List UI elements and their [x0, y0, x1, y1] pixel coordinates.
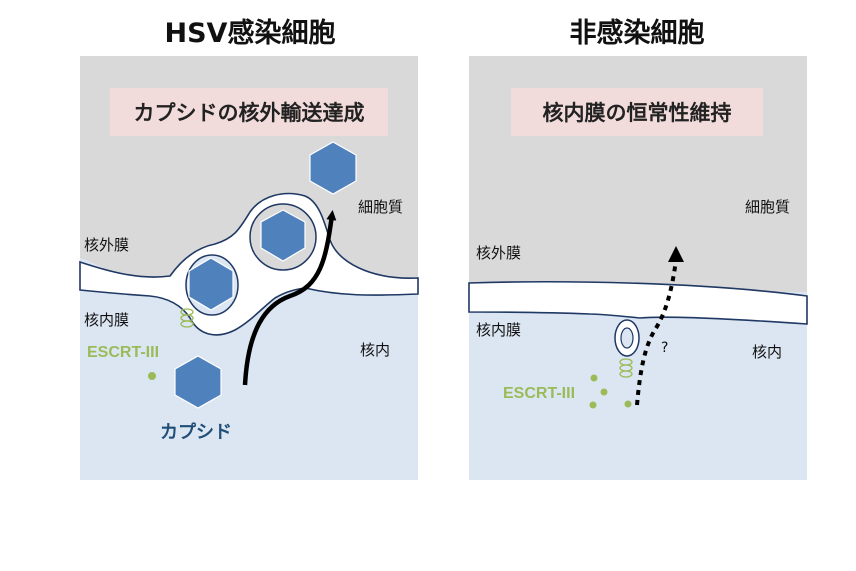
right-panel: 非感染細胞 核内膜の恒常性維持 細胞質 核外膜 核内膜 ESCRT-III 核内 — [468, 17, 808, 480]
left-cytoplasm-label: 細胞質 — [358, 198, 403, 216]
dotted-arrow — [635, 259, 678, 406]
escrt-spiral-right — [619, 358, 633, 378]
escrt-dot — [148, 372, 156, 380]
left-panel: HSV感染細胞 カプシドの核外輸送達成 細胞質 核外膜 核内膜 ESCR — [79, 17, 419, 480]
right-outer-membrane-label: 核外膜 — [476, 244, 521, 262]
right-box-label: 核内膜の恒常性維持 — [543, 101, 732, 125]
right-escrt-label: ESCRT-III — [503, 385, 575, 402]
right-cytoplasm-label: 細胞質 — [745, 198, 790, 216]
capsid-label: カプシド — [160, 421, 232, 443]
capsid-in-vesicle — [188, 257, 234, 311]
right-vesicle-lumen — [620, 327, 634, 349]
escrt-dot — [624, 400, 632, 408]
right-highlight-box — [511, 88, 763, 136]
left-panel-title: HSV感染細胞 — [165, 17, 336, 49]
left-box-label: カプシドの核外輸送達成 — [134, 101, 365, 125]
left-escrt-label: ESCRT-III — [87, 344, 159, 361]
export-arrow — [242, 210, 337, 386]
dotted-arrow-head — [668, 246, 684, 262]
escrt-spiral-left — [180, 308, 194, 328]
escrt-dot — [600, 388, 608, 396]
escrt-dot — [589, 401, 597, 409]
left-nuclear-envelope — [79, 192, 419, 336]
left-highlight-box — [110, 88, 388, 136]
capsid-cytoplasm — [309, 141, 357, 195]
right-inner-membrane-label: 核内膜 — [476, 321, 521, 339]
right-panel-title: 非感染細胞 — [570, 17, 705, 49]
capsid-nucleus — [174, 355, 222, 409]
question-mark: ? — [661, 340, 668, 356]
escrt-dot — [590, 374, 598, 382]
capsid-in-perinuclear-vesicle — [260, 209, 306, 262]
left-inner-membrane-label: 核内膜 — [84, 311, 129, 329]
right-nuclear-envelope — [468, 280, 808, 325]
right-nucleus-label: 核内 — [752, 343, 782, 361]
left-nucleus-label: 核内 — [360, 341, 390, 359]
left-outer-membrane-label: 核外膜 — [84, 236, 129, 254]
